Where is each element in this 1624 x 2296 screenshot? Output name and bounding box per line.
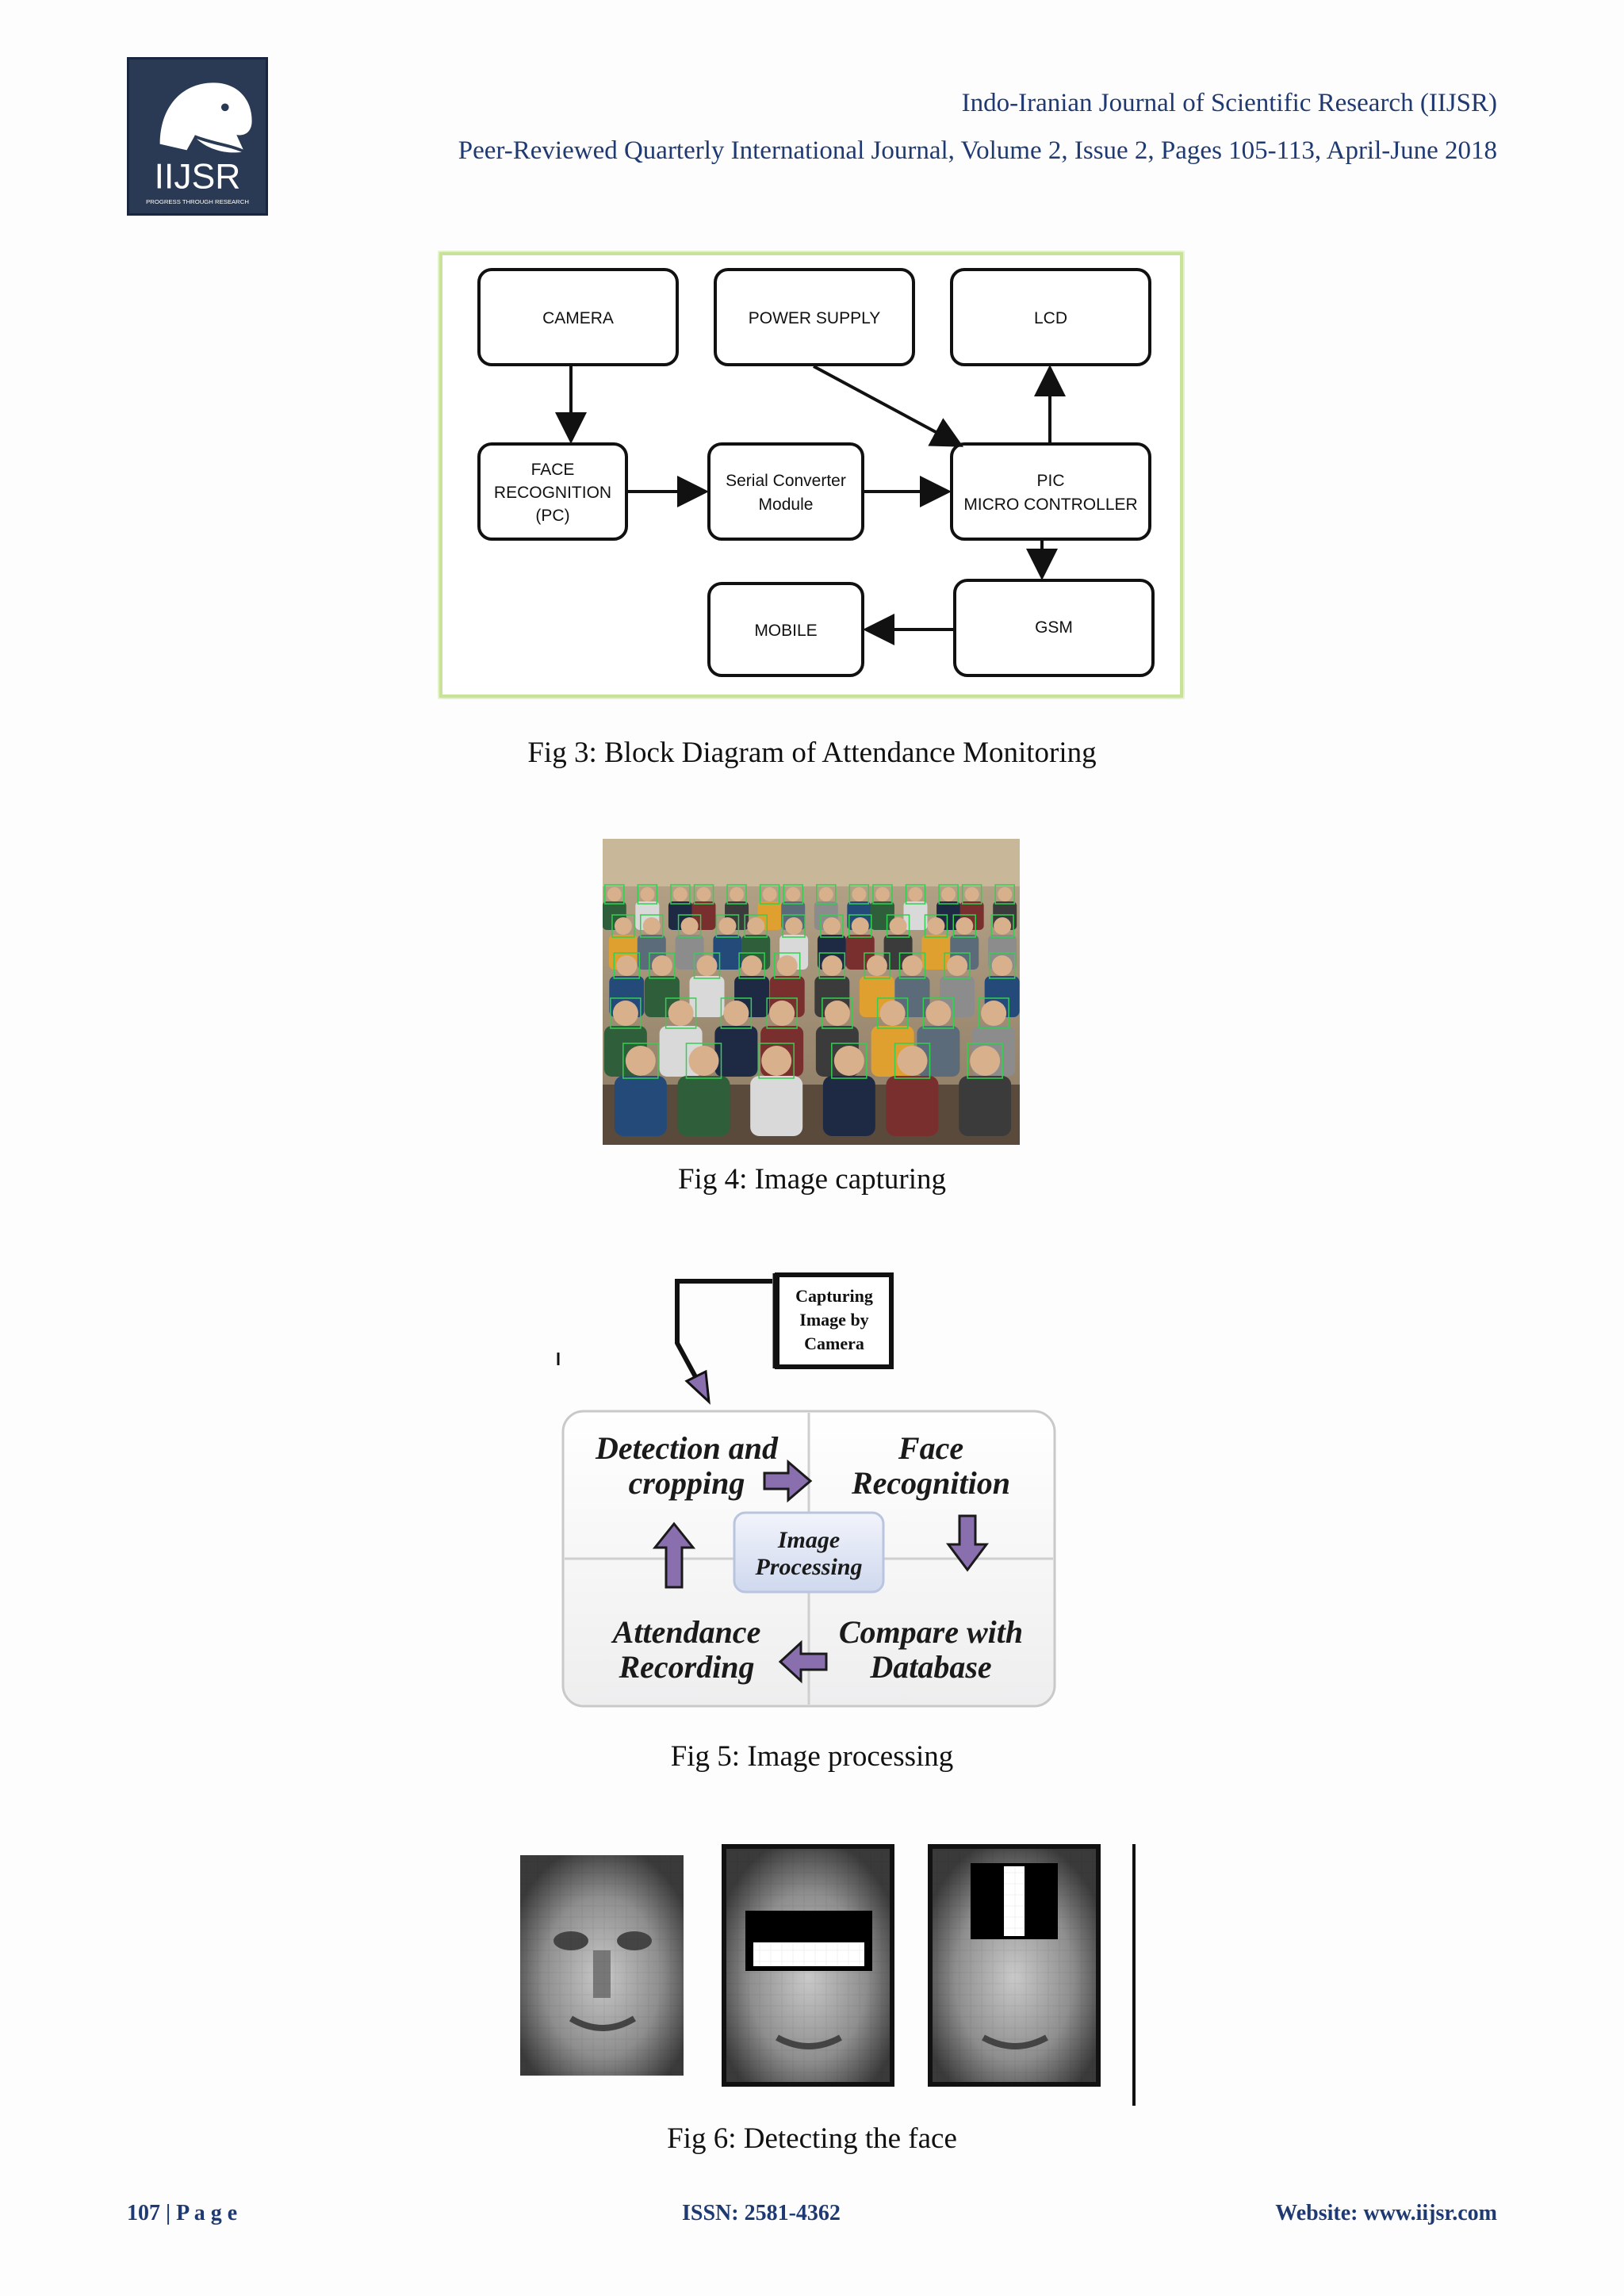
haar-feature-faces xyxy=(520,1844,1136,2106)
detection-line1: Detection and xyxy=(595,1430,779,1466)
page-number: 107 | P a g e xyxy=(127,2201,238,2225)
block-power-supply: POWER SUPPLY xyxy=(714,268,915,366)
block-pic-line2: MICRO CONTROLLER xyxy=(963,496,1137,514)
face-recognition-line2: Recognition xyxy=(851,1465,1010,1501)
arrow-right-icon xyxy=(763,1459,813,1503)
block-camera: CAMERA xyxy=(477,268,679,366)
fig6-caption: Fig 6: Detecting the face xyxy=(667,2122,957,2155)
block-gsm-label: GSM xyxy=(1035,618,1073,637)
center-line2: Processing xyxy=(755,1554,863,1580)
block-pic-line1: PIC xyxy=(1036,472,1064,490)
issn: ISSN: 2581-4362 xyxy=(682,2201,841,2225)
capture-box: Capturing Image by Camera xyxy=(772,1272,894,1369)
website: Website: www.iijsr.com xyxy=(1275,2201,1497,2225)
logo-tagline: PROGRESS THROUGH RESEARCH xyxy=(146,198,249,205)
image-processing-diagram: Capturing Image by Camera Detection and … xyxy=(557,1272,1056,1708)
attendance-line2: Recording xyxy=(618,1649,754,1685)
students-crowd xyxy=(603,884,1020,1136)
face-image-2 xyxy=(722,1844,894,2087)
capture-line3: Camera xyxy=(804,1334,864,1353)
center-line1: Image xyxy=(777,1527,840,1553)
arrow-power-to-pic xyxy=(813,365,964,447)
classroom-photo xyxy=(603,839,1020,1145)
capture-arrowhead xyxy=(684,1369,710,1405)
journal-title: Indo-Iranian Journal of Scientific Resea… xyxy=(961,89,1497,117)
image-processing-center: Image Processing xyxy=(733,1511,885,1594)
face-image-1 xyxy=(520,1855,684,2076)
block-pic-microcontroller: PIC MICRO CONTROLLER xyxy=(950,442,1151,541)
block-serial-converter: Serial Converter Module xyxy=(707,442,864,541)
fig4-caption: Fig 4: Image capturing xyxy=(677,1163,947,1196)
block-power-supply-label: POWER SUPPLY xyxy=(749,309,880,327)
fig3-caption: Fig 3: Block Diagram of Attendance Monit… xyxy=(527,737,1097,769)
fig5-caption: Fig 5: Image processing xyxy=(670,1740,954,1773)
block-face-recognition-line2: RECOGNITION xyxy=(494,484,611,502)
journal-logo: IIJSR PROGRESS THROUGH RESEARCH xyxy=(127,57,268,216)
block-gsm: GSM xyxy=(953,579,1155,677)
compare-line1: Compare with xyxy=(839,1614,1023,1650)
capture-line2: Image by xyxy=(799,1310,868,1330)
block-mobile-label: MOBILE xyxy=(754,622,817,640)
attendance-line1: Attendance xyxy=(611,1614,761,1650)
block-face-recognition-line3: (PC) xyxy=(535,507,569,525)
journal-meta: Peer-Reviewed Quarterly International Jo… xyxy=(458,136,1497,165)
block-diagram: CAMERA POWER SUPPLY LCD FACE RECOGNITION… xyxy=(438,251,1185,699)
face-image-3 xyxy=(928,1844,1101,2087)
capture-line1: Capturing xyxy=(795,1286,873,1306)
block-lcd: LCD xyxy=(950,268,1151,366)
face-recognition-line1: Face xyxy=(898,1430,963,1466)
block-serial-line1: Serial Converter xyxy=(726,472,846,490)
block-face-recognition-line1: FACE xyxy=(531,461,575,479)
block-camera-label: CAMERA xyxy=(542,309,614,327)
block-face-recognition: FACE RECOGNITION (PC) xyxy=(477,442,628,541)
arrow-up-icon xyxy=(652,1521,696,1589)
logo-dog-emblem xyxy=(159,82,252,153)
arrow-down-icon xyxy=(946,1514,989,1572)
detection-line2: cropping xyxy=(629,1465,745,1501)
logo-text: IIJSR xyxy=(155,158,241,197)
arrow-left-icon xyxy=(778,1640,828,1684)
compare-line2: Database xyxy=(869,1649,991,1685)
block-mobile: MOBILE xyxy=(707,582,864,677)
block-serial-line2: Module xyxy=(759,496,814,514)
block-lcd-label: LCD xyxy=(1034,309,1067,327)
